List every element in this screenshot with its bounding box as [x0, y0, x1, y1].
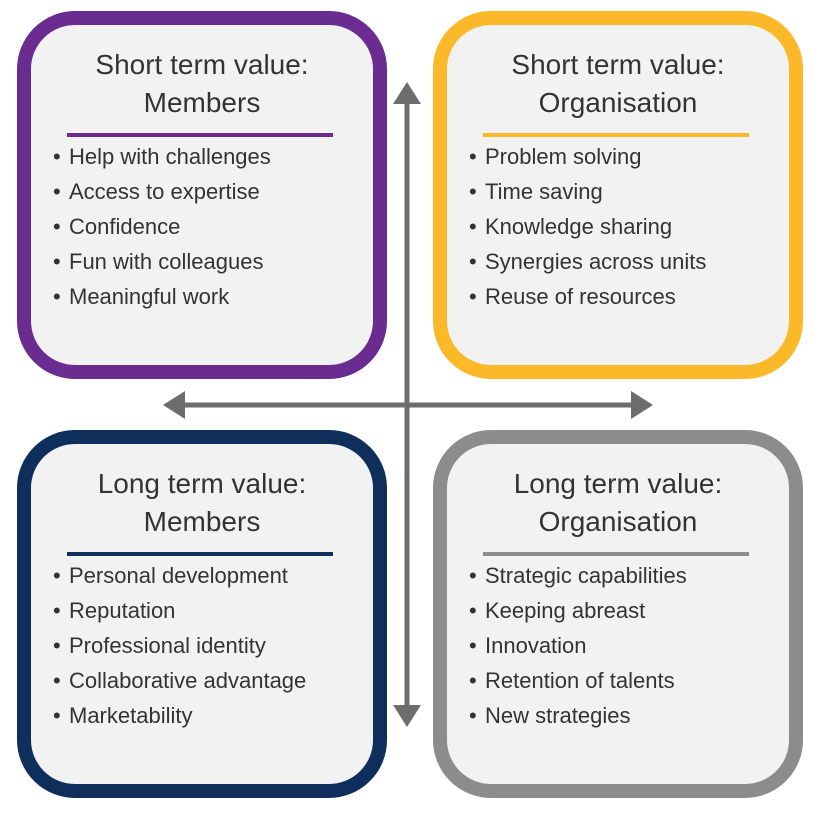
quadrant-title: Long term value: Members: [31, 465, 373, 541]
list-item: • New strategies: [469, 698, 789, 733]
list-item-text: Innovation: [485, 633, 587, 658]
bullet-icon: •: [53, 214, 61, 239]
quadrant-divider: [67, 133, 333, 137]
quadrant-item-list: • Strategic capabilities • Keeping abreast…: [447, 558, 789, 733]
list-item: • Confidence: [53, 209, 373, 244]
list-item-text: Synergies across units: [485, 249, 707, 274]
quadrant-title: Long term value: Organisation: [447, 465, 789, 541]
list-item: • Synergies across units: [469, 244, 789, 279]
list-item: • Fun with colleagues: [53, 244, 373, 279]
quadrant-title-line1: Long term value:: [97, 468, 307, 499]
list-item-text: Problem solving: [485, 144, 642, 169]
quadrant-short-term-organisation: Short term value: Organisation • Problem …: [433, 11, 803, 379]
list-item: • Access to expertise: [53, 174, 373, 209]
list-item-text: Confidence: [69, 214, 181, 239]
quadrant-short-term-members: Short term value: Members • Help with cha…: [17, 11, 387, 379]
list-item-text: Keeping abreast: [485, 598, 646, 623]
quadrant-item-list: • Problem solving • Time saving • Knowledge…: [447, 139, 789, 314]
quadrant-title-line1: Short term value:: [511, 49, 725, 80]
list-item-text: Professional identity: [69, 633, 266, 658]
bullet-icon: •: [469, 179, 477, 204]
list-item-text: Time saving: [485, 179, 603, 204]
quadrant-divider: [483, 552, 749, 556]
bullet-icon: •: [469, 249, 477, 274]
axis-arrow-up-icon: [393, 82, 421, 104]
list-item: • Marketability: [53, 698, 373, 733]
quadrant-divider: [483, 133, 749, 137]
bullet-icon: •: [53, 179, 61, 204]
list-item: • Time saving: [469, 174, 789, 209]
quadrant-title: Short term value: Members: [31, 46, 373, 122]
bullet-icon: •: [53, 249, 61, 274]
list-item: • Retention of talents: [469, 663, 789, 698]
list-item: • Strategic capabilities: [469, 558, 789, 593]
bullet-icon: •: [469, 563, 477, 588]
axis-arrow-left-icon: [163, 391, 185, 419]
list-item-text: Access to expertise: [69, 179, 260, 204]
quadrant-title-line2: Members: [143, 506, 261, 537]
quadrant-title-line1: Short term value:: [95, 49, 309, 80]
quadrant-title-line2: Organisation: [538, 87, 698, 118]
quadrant-title: Short term value: Organisation: [447, 46, 789, 122]
list-item: • Meaningful work: [53, 279, 373, 314]
quadrant-item-list: • Personal development • Reputation • Profe…: [31, 558, 373, 733]
quadrant-title-line2: Members: [143, 87, 261, 118]
quadrant-long-term-organisation: Long term value: Organisation • Strategic…: [433, 430, 803, 798]
list-item-text: Marketability: [69, 703, 193, 728]
list-item-text: Reputation: [69, 598, 176, 623]
bullet-icon: •: [53, 668, 61, 693]
bullet-icon: •: [53, 598, 61, 623]
bullet-icon: •: [53, 563, 61, 588]
quadrant-long-term-members: Long term value: Members • Personal devel…: [17, 430, 387, 798]
list-item-text: Knowledge sharing: [485, 214, 673, 239]
bullet-icon: •: [469, 144, 477, 169]
list-item: • Professional identity: [53, 628, 373, 663]
bullet-icon: •: [53, 703, 61, 728]
bullet-icon: •: [469, 214, 477, 239]
list-item-text: Collaborative advantage: [69, 668, 307, 693]
list-item-text: Meaningful work: [69, 284, 230, 309]
list-item: • Reuse of resources: [469, 279, 789, 314]
quadrant-item-list: • Help with challenges • Access to experti…: [31, 139, 373, 314]
list-item: • Keeping abreast: [469, 593, 789, 628]
axis-arrow-down-icon: [393, 705, 421, 727]
bullet-icon: •: [469, 633, 477, 658]
bullet-icon: •: [469, 668, 477, 693]
list-item-text: Reuse of resources: [485, 284, 676, 309]
list-item-text: Retention of talents: [485, 668, 675, 693]
list-item-text: Strategic capabilities: [485, 563, 687, 588]
list-item: • Personal development: [53, 558, 373, 593]
bullet-icon: •: [469, 598, 477, 623]
list-item-text: New strategies: [485, 703, 631, 728]
quadrant-divider: [67, 552, 333, 556]
bullet-icon: •: [469, 703, 477, 728]
list-item: • Innovation: [469, 628, 789, 663]
bullet-icon: •: [53, 284, 61, 309]
list-item: • Knowledge sharing: [469, 209, 789, 244]
bullet-icon: •: [53, 633, 61, 658]
list-item-text: Personal development: [69, 563, 288, 588]
quadrant-title-line1: Long term value:: [513, 468, 723, 499]
quadrant-title-line2: Organisation: [538, 506, 698, 537]
list-item: • Problem solving: [469, 139, 789, 174]
list-item: • Reputation: [53, 593, 373, 628]
axis-arrow-right-icon: [631, 391, 653, 419]
bullet-icon: •: [53, 144, 61, 169]
list-item-text: Fun with colleagues: [69, 249, 264, 274]
list-item: • Collaborative advantage: [53, 663, 373, 698]
list-item: • Help with challenges: [53, 139, 373, 174]
list-item-text: Help with challenges: [69, 144, 271, 169]
bullet-icon: •: [469, 284, 477, 309]
